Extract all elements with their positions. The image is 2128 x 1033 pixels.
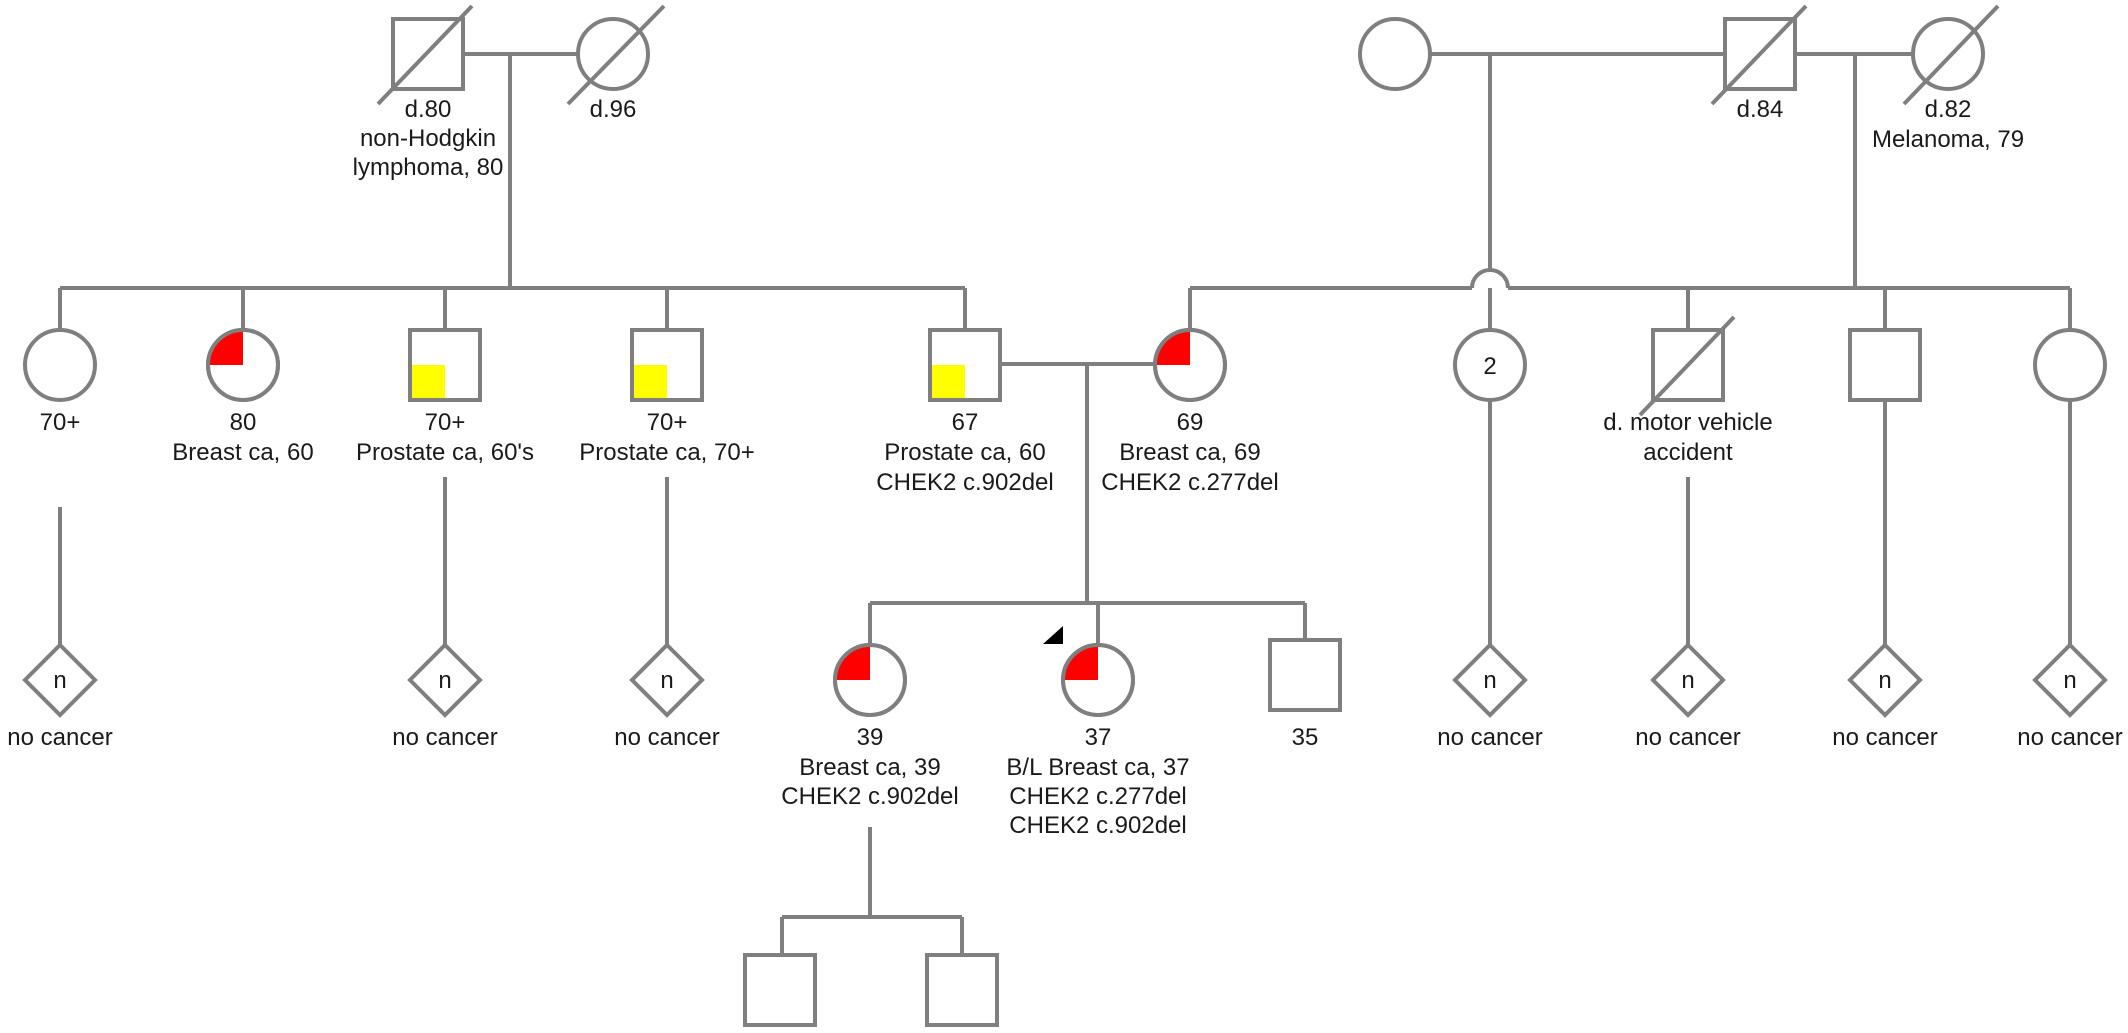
breast-cancer-quadrant [208, 330, 243, 365]
nephew-2 [925, 953, 999, 1027]
maternal-grandfather: d.84 [1710, 4, 1808, 123]
paternal-aunt-1-label-1: 70+ [40, 409, 81, 436]
sister: 39 Breast ca, 39 CHEK2 c.902del [781, 643, 959, 810]
mother: 69 Breast ca, 69 CHEK2 c.277del [1101, 328, 1279, 496]
maternal-uncle-1-label-1: d. motor vehicle [1603, 409, 1772, 436]
maternal-uncle-2 [1848, 328, 1922, 402]
nephew-1 [743, 953, 817, 1027]
offspring-group-uncle-m1: n no cancer [1635, 642, 1741, 751]
diamond-n: n [1483, 667, 1496, 694]
maternal-aunt-1 [2033, 328, 2107, 402]
paternal-uncle-2-label-2: Prostate ca, 70+ [579, 439, 754, 466]
prostate-cancer-quadrant [634, 365, 667, 398]
paternal-uncle-2-label-1: 70+ [647, 409, 688, 436]
paternal-uncle-2: 70+ Prostate ca, 70+ [579, 328, 755, 466]
half-siblings-count: 2 [1483, 353, 1496, 380]
father-label-2: Prostate ca, 60 [884, 439, 1045, 466]
offspring-group-aunt-m1: n no cancer [2017, 642, 2123, 751]
paternal-uncle-1: 70+ Prostate ca, 60's [356, 328, 534, 466]
proband-arrow-icon [1043, 626, 1063, 644]
maternal-half-siblings: 2 [1453, 328, 1527, 402]
proband-label-1: 37 [1085, 724, 1112, 751]
maternal-grandmother-label-2: Melanoma, 79 [1872, 126, 2024, 153]
proband: 37 B/L Breast ca, 37 CHEK2 c.277del CHEK… [1006, 626, 1190, 839]
deceased-slash [1902, 4, 2000, 106]
offspring-group-uncle-p1: n no cancer [392, 642, 498, 751]
offspring-group-uncle-m2: n no cancer [1832, 642, 1938, 751]
father-label-1: 67 [952, 409, 979, 436]
maternal-grandmother: d.82 Melanoma, 79 [1872, 4, 2024, 153]
offspring-label: no cancer [1635, 724, 1740, 751]
paternal-grandfather-label-1: d.80 [405, 96, 452, 123]
maternal-grandfather-first-wife [1358, 17, 1432, 91]
deceased-slash [376, 4, 474, 106]
breast-cancer-quadrant [835, 645, 870, 680]
diamond-n: n [1681, 667, 1694, 694]
brother-label-1: 35 [1292, 724, 1319, 751]
paternal-uncle-1-label-1: 70+ [425, 409, 466, 436]
offspring-label: no cancer [1832, 724, 1937, 751]
diamond-n: n [2063, 667, 2076, 694]
maternal-grandfather-label-1: d.84 [1737, 96, 1784, 123]
mother-label-1: 69 [1177, 409, 1204, 436]
deceased-slash [566, 4, 666, 106]
offspring-group-half-sibs: n no cancer [1437, 642, 1543, 751]
mother-label-2: Breast ca, 69 [1119, 439, 1260, 466]
diamond-n: n [1878, 667, 1891, 694]
maternal-uncle-1: d. motor vehicle accident [1603, 315, 1773, 466]
breast-cancer-quadrant [1063, 645, 1098, 680]
paternal-uncle-1-label-2: Prostate ca, 60's [356, 439, 534, 466]
maternal-uncle-1-label-2: accident [1643, 439, 1733, 466]
diamond-n: n [53, 667, 66, 694]
proband-label-3: CHEK2 c.277del [1009, 783, 1186, 810]
paternal-aunt-2: 80 Breast ca, 60 [172, 328, 314, 466]
diamond-n: n [438, 667, 451, 694]
paternal-aunt-1: 70+ [23, 328, 97, 436]
deceased-slash [1638, 315, 1736, 417]
maternal-grandmother-label-1: d.82 [1925, 96, 1972, 123]
proband-label-2: B/L Breast ca, 37 [1006, 754, 1189, 781]
offspring-label: no cancer [1437, 724, 1542, 751]
prostate-cancer-quadrant [932, 365, 965, 398]
sister-label-3: CHEK2 c.902del [781, 783, 958, 810]
offspring-group-uncle-p2: n no cancer [614, 642, 720, 751]
paternal-aunt-2-label-2: Breast ca, 60 [172, 439, 313, 466]
deceased-slash [1710, 4, 1808, 106]
breast-cancer-quadrant [1155, 330, 1190, 365]
offspring-label: no cancer [7, 724, 112, 751]
paternal-grandfather: d.80 non-Hodgkin lymphoma, 80 [353, 4, 504, 181]
sister-label-2: Breast ca, 39 [799, 754, 940, 781]
father-label-3: CHEK2 c.902del [876, 469, 1053, 496]
paternal-grandfather-label-2: non-Hodgkin [360, 125, 496, 152]
offspring-label: no cancer [392, 724, 497, 751]
proband-label-4: CHEK2 c.902del [1009, 812, 1186, 839]
father: 67 Prostate ca, 60 CHEK2 c.902del [876, 328, 1054, 496]
mother-label-3: CHEK2 c.277del [1101, 469, 1278, 496]
prostate-cancer-quadrant [412, 365, 445, 398]
paternal-grandmother: d.96 [566, 4, 666, 123]
offspring-group-aunt-p1: n no cancer [7, 642, 113, 751]
relationship-lines [58, 52, 2072, 955]
offspring-label: no cancer [614, 724, 719, 751]
brother: 35 [1268, 638, 1342, 751]
paternal-aunt-2-label-1: 80 [230, 409, 257, 436]
offspring-label: no cancer [2017, 724, 2122, 751]
sister-label-1: 39 [857, 724, 884, 751]
paternal-grandfather-label-3: lymphoma, 80 [353, 154, 504, 181]
paternal-grandmother-label-1: d.96 [590, 96, 637, 123]
diamond-n: n [660, 667, 673, 694]
